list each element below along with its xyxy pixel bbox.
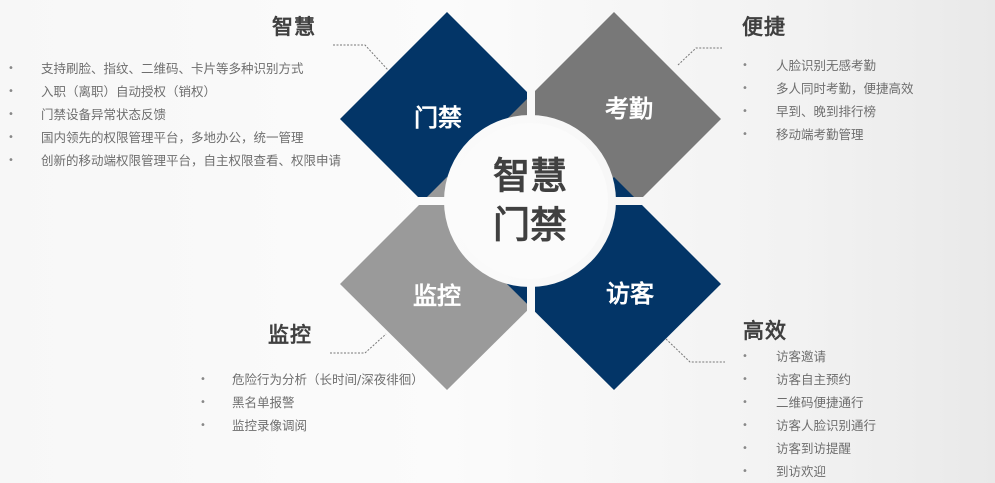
list-item: •支持刷脸、指纹、二维码、卡片等多种识别方式 xyxy=(0,57,341,80)
bullet-icon: • xyxy=(742,397,748,408)
list-item: •移动端考勤管理 xyxy=(738,123,914,146)
list-item: •门禁设备异常状态反馈 xyxy=(0,103,341,126)
feature-list-bottom-left: •危险行为分析（长时间/深夜徘徊） •黑名单报警 •监控录像调阅 xyxy=(196,368,424,437)
bullet-icon: • xyxy=(200,397,206,408)
quadrant-bottom-right-shape xyxy=(507,177,721,390)
feature-list-top-left: •支持刷脸、指纹、二维码、卡片等多种识别方式 •入职（离职）自动授权（销权） •… xyxy=(0,57,341,172)
connector-line-top-left xyxy=(333,44,389,71)
bullet-icon: • xyxy=(8,109,14,120)
bullet-icon: • xyxy=(8,132,14,143)
quadrant-bottom-left-shape xyxy=(340,177,554,390)
connector-line-bottom-right xyxy=(665,338,725,363)
bullet-icon: • xyxy=(8,63,14,74)
list-item: •到访欢迎 xyxy=(738,460,876,483)
list-item: •入职（离职）自动授权（销权） xyxy=(0,80,341,103)
list-item: •访客人脸识别通行 xyxy=(738,414,876,437)
feature-list-top-right: •人脸识别无感考勤 •多人同时考勤，便捷高效 •早到、晚到排行榜 •移动端考勤管… xyxy=(738,54,914,146)
center-title-line2: 门禁 xyxy=(493,204,567,247)
list-item: •二维码便捷通行 xyxy=(738,391,876,414)
list-item: •人脸识别无感考勤 xyxy=(738,54,914,77)
bullet-icon: • xyxy=(742,83,748,94)
bullet-icon: • xyxy=(8,86,14,97)
bullet-icon: • xyxy=(200,374,206,385)
list-item: •国内领先的权限管理平台，多地办公，统一管理 xyxy=(0,126,341,149)
heading-bottom-right: 高效 xyxy=(743,319,787,343)
list-item: •创新的移动端权限管理平台，自主权限查看、权限申请 xyxy=(0,149,341,172)
quadrant-label-visitor: 访客 xyxy=(606,280,655,308)
center-circle xyxy=(452,123,608,279)
list-item: •访客到访提醒 xyxy=(738,437,876,460)
center-title-line1: 智慧 xyxy=(493,155,567,198)
list-item: •多人同时考勤，便捷高效 xyxy=(738,77,914,100)
bullet-icon: • xyxy=(742,351,748,362)
bullet-icon: • xyxy=(8,155,14,166)
list-item: •访客自主预约 xyxy=(738,368,876,391)
connector-line-top-right xyxy=(677,47,722,66)
list-item: •黑名单报警 xyxy=(196,391,424,414)
bullet-icon: • xyxy=(742,443,748,454)
feature-list-bottom-right: •访客邀请 •访客自主预约 •二维码便捷通行 •访客人脸识别通行 •访客到访提醒… xyxy=(738,345,876,483)
heading-top-right: 便捷 xyxy=(742,15,786,39)
quadrant-label-access-control: 门禁 xyxy=(414,104,462,132)
bullet-icon: • xyxy=(742,129,748,140)
bullet-icon: • xyxy=(742,420,748,431)
bullet-icon: • xyxy=(200,420,206,431)
list-item: •危险行为分析（长时间/深夜徘徊） xyxy=(196,368,424,391)
heading-bottom-left: 监控 xyxy=(268,323,312,347)
list-item: •访客邀请 xyxy=(738,345,876,368)
bullet-icon: • xyxy=(742,60,748,71)
bullet-icon: • xyxy=(742,374,748,385)
list-item: •早到、晚到排行榜 xyxy=(738,100,914,123)
bullet-icon: • xyxy=(742,106,748,117)
list-item: •监控录像调阅 xyxy=(196,414,424,437)
quadrant-label-attendance: 考勤 xyxy=(605,95,653,123)
bullet-icon: • xyxy=(742,466,748,477)
connector-line-bottom-left xyxy=(330,333,387,354)
heading-top-left: 智慧 xyxy=(272,15,316,39)
quadrant-label-monitoring: 监控 xyxy=(413,282,461,310)
